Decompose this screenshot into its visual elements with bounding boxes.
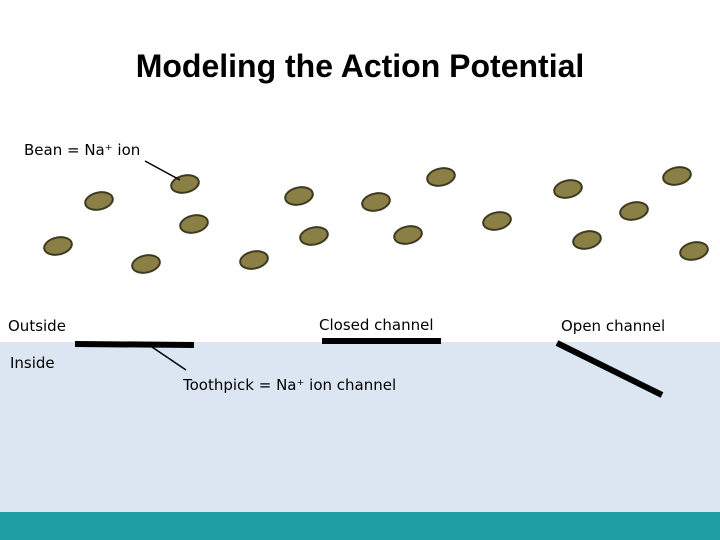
- bean-key-label: Bean = Na⁺ ion: [24, 141, 141, 159]
- outside-label: Outside: [8, 317, 66, 335]
- sodium-ion-bean: [299, 226, 329, 246]
- sodium-ion-bean: [679, 241, 709, 261]
- sodium-ion-bean: [131, 254, 161, 274]
- toothpick-key-leader-line: [151, 346, 187, 371]
- bean-key-leader-line: [144, 160, 181, 181]
- open-channel-label: Open channel: [561, 317, 666, 335]
- sodium-ion-bean: [284, 186, 314, 206]
- closed-channel-left: [74, 341, 195, 348]
- sodium-ion-bean: [393, 225, 423, 245]
- inside-label: Inside: [10, 354, 55, 372]
- footer-bar: [0, 512, 720, 540]
- open-channel: [555, 340, 664, 398]
- sodium-ion-bean: [239, 250, 269, 270]
- sodium-ion-bean: [179, 214, 209, 234]
- sodium-ion-bean: [43, 236, 73, 256]
- inside-cell-region: [0, 342, 720, 512]
- closed-channel-label: Closed channel: [319, 316, 434, 334]
- sodium-ion-bean: [572, 230, 602, 250]
- sodium-ion-bean: [619, 201, 649, 221]
- sodium-ion-bean: [361, 192, 391, 212]
- sodium-ion-bean: [553, 179, 583, 199]
- toothpick-key-label: Toothpick = Na⁺ ion channel: [183, 376, 397, 394]
- sodium-ion-bean: [662, 166, 692, 186]
- sodium-ion-bean: [84, 191, 114, 211]
- slide-title: Modeling the Action Potential: [135, 48, 585, 84]
- sodium-ions: [43, 166, 709, 274]
- sodium-ion-bean: [482, 211, 512, 231]
- sodium-ion-bean: [426, 167, 456, 187]
